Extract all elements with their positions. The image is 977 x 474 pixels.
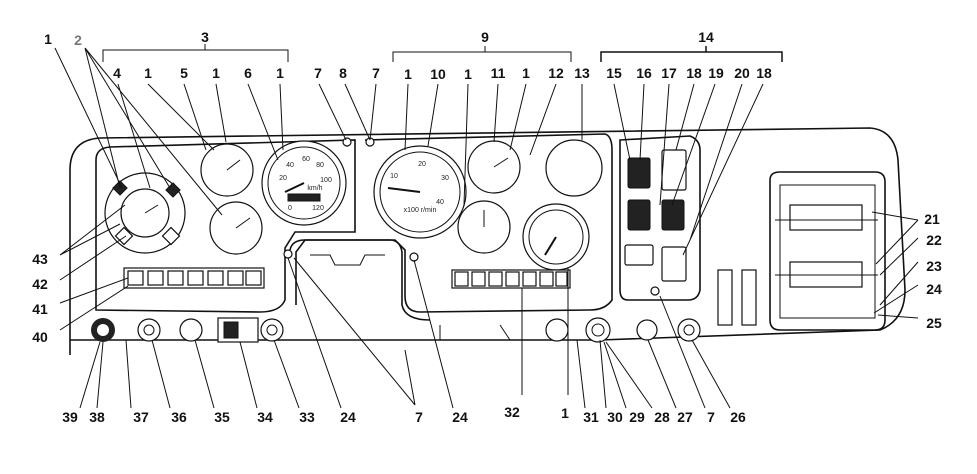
callout-labels-bottom: 39 38 37 36 35 34 33 24 7 24 32 1 31 30 29 28 27 7 26	[62, 404, 746, 425]
tick: km/h	[307, 185, 322, 192]
tick: 40	[286, 162, 294, 169]
callout-label: 39	[62, 409, 78, 425]
tick: 0	[288, 205, 292, 212]
callout-label: 7	[415, 409, 423, 425]
callout-label: 37	[133, 409, 149, 425]
callout-label: 18	[756, 65, 772, 81]
callout-label: 40	[32, 329, 48, 345]
callout-label: 15	[606, 65, 622, 81]
tick: 20	[418, 161, 426, 168]
tick: 60	[302, 156, 310, 163]
tick: x100 r/min	[404, 207, 437, 214]
warning-lamp-row-32	[451, 269, 571, 289]
callout-label: 18	[686, 65, 702, 81]
callout-label: 1	[561, 405, 569, 421]
callout-label: 32	[504, 404, 520, 420]
gauge-31	[522, 203, 590, 271]
combined-gauge-43	[104, 172, 186, 254]
callout-label: 7	[314, 65, 322, 81]
callout-label: 2	[74, 32, 82, 48]
callout-label: 31	[583, 409, 599, 425]
callout-label: 36	[171, 409, 187, 425]
callout-labels: 1 2 3 9 14	[44, 29, 714, 48]
callout-label: 43	[32, 251, 48, 267]
callout-label: 25	[926, 315, 942, 331]
callout-label: 38	[89, 409, 105, 425]
callout-label: 1	[276, 65, 284, 81]
callout-labels-right: 21 22 23 24 25	[924, 211, 942, 331]
tachometer-10: 10 20 30 40 x100 r/min	[373, 145, 467, 239]
tick: 120	[312, 205, 324, 212]
callout-label: 1	[144, 65, 152, 81]
callout-label: 35	[214, 409, 230, 425]
callout-label: 26	[730, 409, 746, 425]
tick: 30	[441, 175, 449, 182]
callout-label: 1	[464, 66, 472, 82]
callout-label: 3	[201, 29, 209, 45]
callout-label: 4	[113, 65, 121, 81]
callout-label: 8	[339, 65, 347, 81]
callout-label: 29	[629, 409, 645, 425]
dashboard-panel	[69, 127, 906, 355]
speedometer-6: 20 40 60 80 100 120 0 km/h	[261, 140, 347, 226]
callout-label: 1	[212, 65, 220, 81]
callout-label: 24	[340, 409, 356, 425]
tick: 20	[279, 175, 287, 182]
callout-label: 1	[404, 66, 412, 82]
bottom-controls	[91, 137, 701, 343]
callout-label: 1	[522, 65, 530, 81]
callout-label: 5	[180, 65, 188, 81]
callout-label: 16	[636, 65, 652, 81]
tick: 80	[316, 162, 324, 169]
tick: 10	[390, 173, 398, 180]
callout-label: 1	[44, 31, 52, 47]
callout-label: 9	[481, 29, 489, 45]
group-brackets	[102, 44, 783, 62]
callout-label: 24	[926, 281, 942, 297]
callout-label: 14	[698, 29, 714, 45]
callout-label: 33	[299, 409, 315, 425]
callout-labels-left: 43 42 41 40	[32, 251, 48, 345]
callout-label: 6	[244, 65, 252, 81]
warning-lamp-row-40	[123, 267, 265, 289]
vertical-switches	[717, 269, 757, 326]
callout-label: 21	[924, 211, 940, 227]
switch-block-14	[624, 149, 687, 282]
callout-label: 34	[257, 409, 273, 425]
callout-label: 12	[548, 65, 564, 81]
tick: 40	[436, 199, 444, 206]
callout-label: 11	[491, 65, 506, 81]
callout-label: 23	[926, 258, 942, 274]
fuse-block-21	[775, 204, 878, 288]
callout-label: 10	[430, 66, 446, 82]
callout-label: 20	[734, 65, 750, 81]
callout-label: 7	[372, 65, 380, 81]
tick: 100	[320, 177, 332, 184]
callout-label: 24	[452, 409, 468, 425]
callout-label: 22	[926, 232, 942, 248]
callout-label: 27	[677, 409, 693, 425]
callout-label: 41	[32, 301, 48, 317]
callout-label: 17	[661, 65, 677, 81]
callout-label: 30	[607, 409, 623, 425]
gauge-13-blank	[545, 139, 603, 197]
callout-label: 42	[32, 276, 48, 292]
callout-label: 13	[574, 65, 590, 81]
callout-label: 19	[708, 65, 724, 81]
callout-label: 28	[654, 409, 670, 425]
leader-lines	[54, 47, 919, 409]
callout-label: 7	[707, 409, 715, 425]
